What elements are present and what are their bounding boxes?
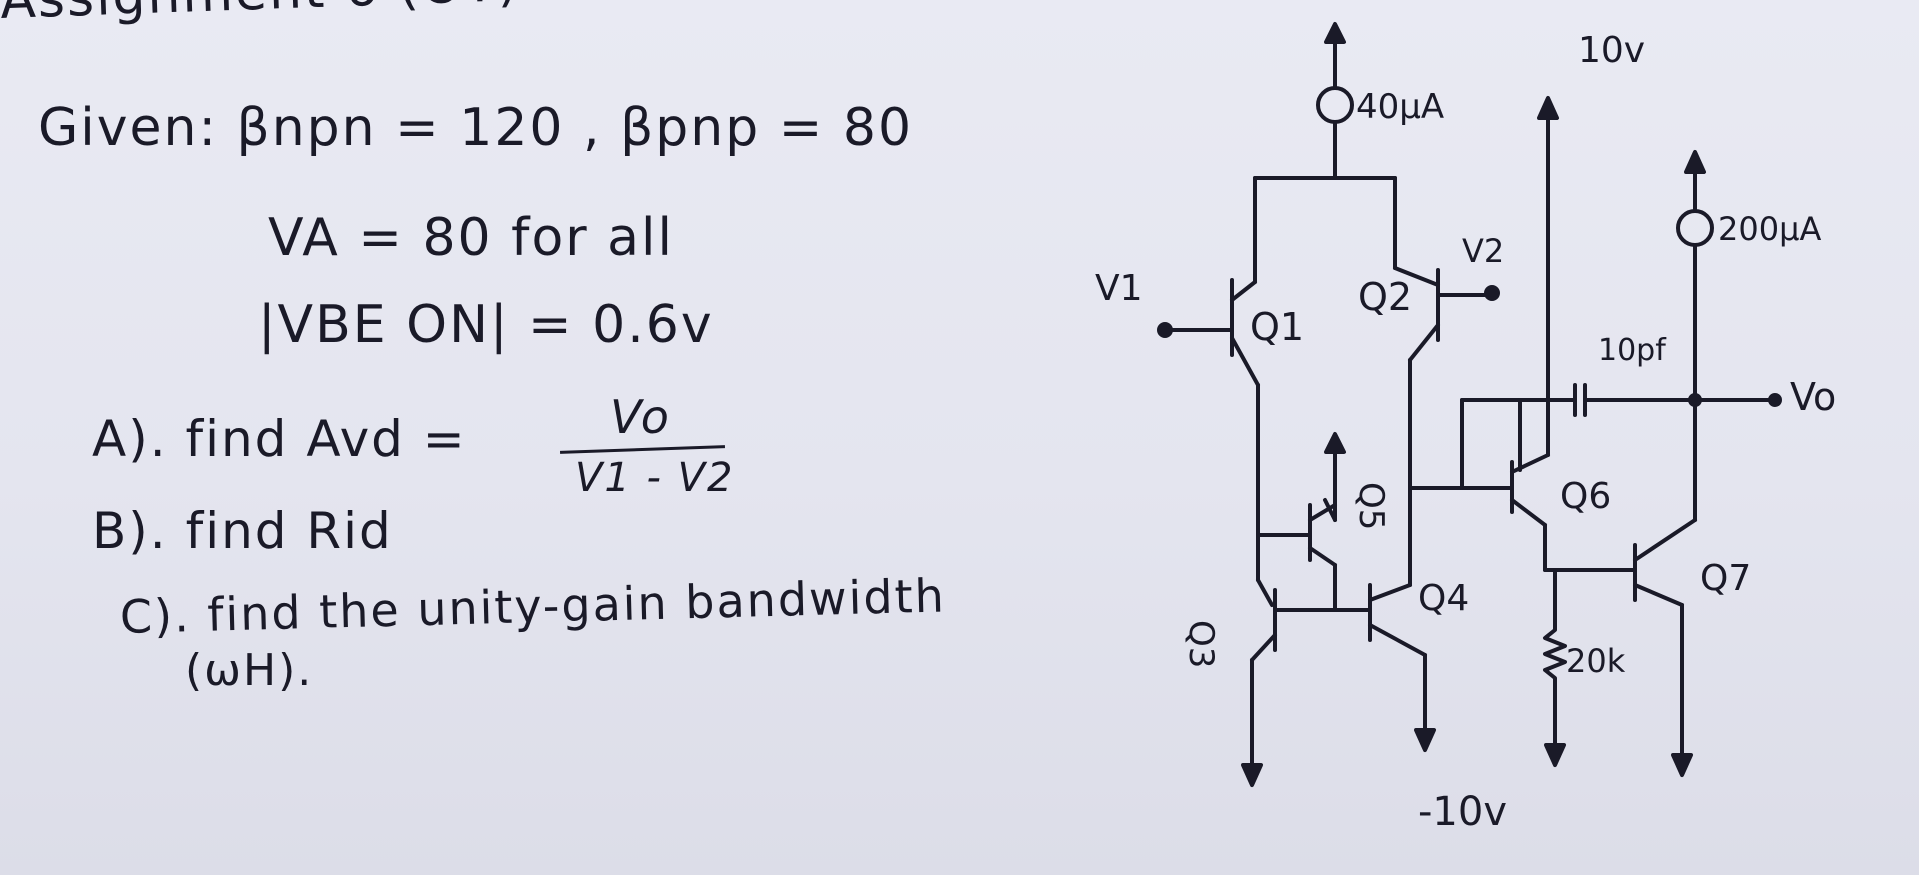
transistor-q1 — [1157, 278, 1260, 542]
label-v2: V2 — [1462, 232, 1504, 270]
label-q7: Q7 — [1700, 558, 1751, 599]
label-neg-10v: -10v — [1418, 789, 1507, 835]
transistor-q6 — [1510, 96, 1559, 572]
label-200ua: 200μA — [1718, 210, 1821, 248]
current-source-40ua — [1316, 22, 1354, 180]
vbe-on: |VBE ON| = 0.6v — [258, 295, 714, 355]
gain-numerator: Vo — [610, 390, 671, 444]
label-40ua: 40μA — [1356, 87, 1444, 127]
part-b-question: B). find Rid — [92, 502, 393, 560]
label-q5: Q5 — [1351, 482, 1391, 530]
label-v1: V1 — [1095, 268, 1143, 309]
transistor-q2 — [1393, 266, 1500, 587]
label-vo: Vo — [1790, 375, 1836, 419]
transistor-q3 — [1241, 538, 1372, 787]
part-a-question: A). find Avd = — [92, 410, 467, 468]
early-voltage: VA = 80 for all — [268, 208, 674, 268]
label-q1: Q1 — [1250, 305, 1304, 349]
label-q2: Q2 — [1358, 275, 1412, 319]
emitter-bus — [1253, 176, 1397, 284]
label-10pf: 10pf — [1598, 333, 1667, 368]
part-c-question-cont: (ωH). — [185, 645, 314, 696]
given-parameters: Given: βnpn = 120 , βpnp = 80 — [38, 98, 914, 158]
transistor-q4 — [1368, 583, 1436, 752]
label-q6: Q6 — [1560, 476, 1611, 517]
transistor-q7 — [1633, 398, 1697, 777]
current-source-200ua — [1676, 150, 1782, 407]
label-10v: 10v — [1578, 30, 1645, 71]
capacitor-10pf — [1518, 383, 1697, 417]
label-20k: 20k — [1566, 642, 1626, 680]
resistor-20k — [1543, 568, 1637, 767]
label-q3: Q3 — [1181, 620, 1221, 668]
q6-base-wire — [1408, 398, 1522, 490]
transistor-q5 — [1256, 432, 1346, 612]
label-q4: Q4 — [1418, 578, 1469, 619]
gain-denominator: V1 - V2 — [575, 455, 735, 501]
